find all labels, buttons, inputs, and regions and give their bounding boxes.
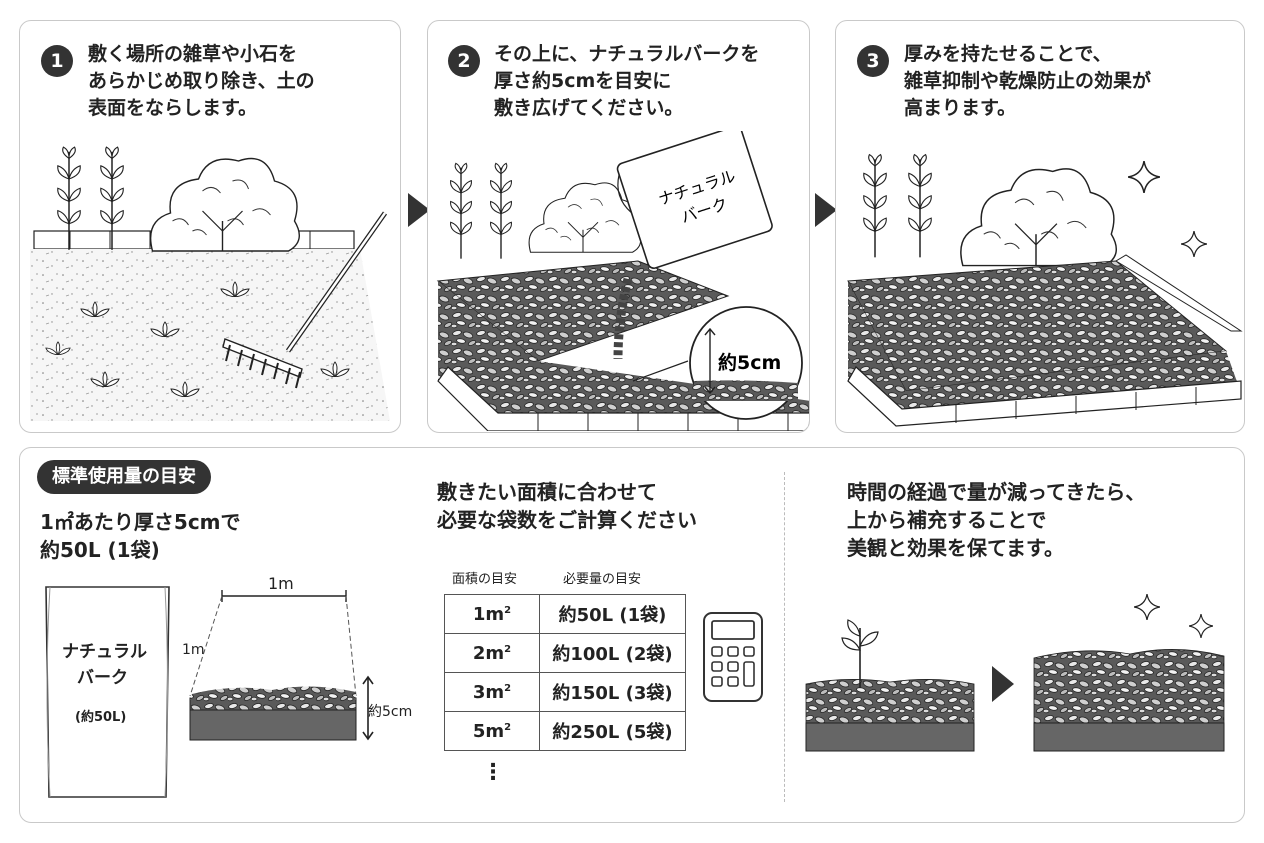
usage-line-1: 1㎡あたり厚さ5cmで — [40, 510, 241, 534]
step-2-panel: 2 その上に、ナチュラルバークを 厚さ約5cmを目安に 敷き広げてください。 ナ… — [427, 20, 810, 433]
refill-line-1: 時間の経過で量が減ってきたら、 — [847, 480, 1146, 504]
usage-description: 1㎡あたり厚さ5cmで 約50L (1袋) — [40, 508, 241, 564]
col-amount-label: 必要量の目安 — [563, 572, 642, 587]
volume-diagram — [189, 590, 374, 741]
step-1-illustration — [30, 146, 390, 421]
table-row: 2m2 約100L (2袋) — [444, 633, 686, 673]
usage-table: 1m2 約50L (1袋) 2m2 約100L (2袋) 3m2 約150L (… — [444, 594, 686, 751]
depth-label: 約5cm — [718, 351, 781, 374]
arrow-right-icon — [815, 193, 837, 227]
refill-description: 時間の経過で量が減ってきたら、 上から補充することで 美観と効果を保てます。 — [847, 478, 1145, 562]
step-2-line-1: その上に、ナチュラルバークを — [494, 43, 760, 65]
step-3-illustration — [847, 153, 1243, 427]
step-3-line-2: 雑草抑制や乾燥防止の効果が — [904, 70, 1152, 92]
sparkle-icon — [1189, 614, 1213, 638]
refill-illustration — [805, 594, 1225, 752]
bag-volume: (約50L) — [75, 710, 127, 725]
rake-icon — [222, 211, 388, 389]
usage-guide-panel: 標準使用量の目安 1㎡あたり厚さ5cmで 約50L (1袋) ナチュラル バーク… — [19, 447, 1245, 823]
calc-description: 敷きたい面積に合わせて 必要な袋数をご計算ください — [437, 478, 697, 534]
sprout-icon — [841, 619, 879, 688]
arrow-right-icon — [992, 666, 1014, 702]
side-label: 1m — [182, 642, 205, 658]
plant-icon — [907, 153, 933, 259]
plant-icon — [862, 153, 888, 259]
amount-cell: 約150L (3袋) — [539, 672, 686, 712]
col-area-label: 面積の目安 — [452, 572, 518, 587]
calc-line-2: 必要な袋数をご計算ください — [437, 508, 697, 532]
bark-bag-icon — [616, 131, 773, 269]
refill-line-2: 上から補充することで — [847, 508, 1047, 532]
table-ellipsis: ⋮ — [482, 760, 504, 785]
amount-cell: 約250L (5袋) — [539, 711, 686, 751]
area-cell: 3m2 — [444, 672, 540, 712]
step-2-line-3: 敷き広げてください。 — [494, 97, 684, 119]
bark-bag-illustration — [45, 586, 170, 798]
step-3-text: 厚みを持たせることで、 雑草抑制や乾燥防止の効果が 高まります。 — [904, 41, 1151, 122]
table-row: 3m2 約150L (3袋) — [444, 672, 686, 712]
area-cell: 2m2 — [444, 633, 540, 673]
step-3-line-3: 高まります。 — [904, 97, 1017, 119]
step-3-line-1: 厚みを持たせることで、 — [904, 43, 1112, 65]
step-2-text: その上に、ナチュラルバークを 厚さ約5cmを目安に 敷き広げてください。 — [494, 41, 759, 122]
step-1-line-1: 敷く場所の雑草や小石を — [88, 43, 298, 65]
area-cell: 1m2 — [444, 594, 540, 634]
arrow-right-icon — [408, 193, 430, 227]
thickness-label: 約5cm — [368, 704, 413, 720]
step-1-panel: 1 敷く場所の雑草や小石を あらかじめ取り除き、土の 表面をならします。 — [19, 20, 401, 433]
step-2-illustration: ナチュラル バーク 約5cm — [436, 131, 809, 431]
plant-icon — [489, 162, 513, 260]
usage-line-2: 約50L (1袋) — [40, 538, 160, 562]
calc-line-1: 敷きたい面積に合わせて — [437, 480, 657, 504]
width-label: 1m — [268, 574, 294, 593]
calculator-icon — [703, 612, 763, 702]
standard-usage-badge: 標準使用量の目安 — [37, 460, 211, 494]
section-divider — [784, 472, 785, 802]
step-3-number: 3 — [857, 45, 889, 77]
step-3-panel: 3 厚みを持たせることで、 雑草抑制や乾燥防止の効果が 高まります。 — [835, 20, 1245, 433]
sparkle-icon — [1134, 594, 1160, 620]
bush-icon — [149, 157, 301, 252]
bush-icon — [528, 182, 642, 253]
step-1-line-2: あらかじめ取り除き、土の — [88, 70, 315, 92]
bag-label-1: ナチュラル — [62, 642, 147, 662]
step-1-number: 1 — [41, 45, 73, 77]
plant-icon — [449, 162, 473, 260]
step-2-line-2: 厚さ約5cmを目安に — [494, 70, 672, 92]
sparkle-icon — [1181, 231, 1207, 257]
table-row: 5m2 約250L (5袋) — [444, 711, 686, 751]
amount-cell: 約100L (2袋) — [539, 633, 686, 673]
step-1-line-3: 表面をならします。 — [88, 97, 258, 119]
table-row: 1m2 約50L (1袋) — [444, 594, 686, 634]
step-1-text: 敷く場所の雑草や小石を あらかじめ取り除き、土の 表面をならします。 — [88, 41, 315, 122]
sparkle-icon — [1128, 161, 1160, 193]
area-cell: 5m2 — [444, 711, 540, 751]
amount-cell: 約50L (1袋) — [539, 594, 686, 634]
refill-line-3: 美観と効果を保てます。 — [847, 536, 1064, 560]
bush-icon — [960, 168, 1118, 267]
step-2-number: 2 — [448, 45, 480, 77]
bag-label-2: バーク — [77, 668, 128, 688]
